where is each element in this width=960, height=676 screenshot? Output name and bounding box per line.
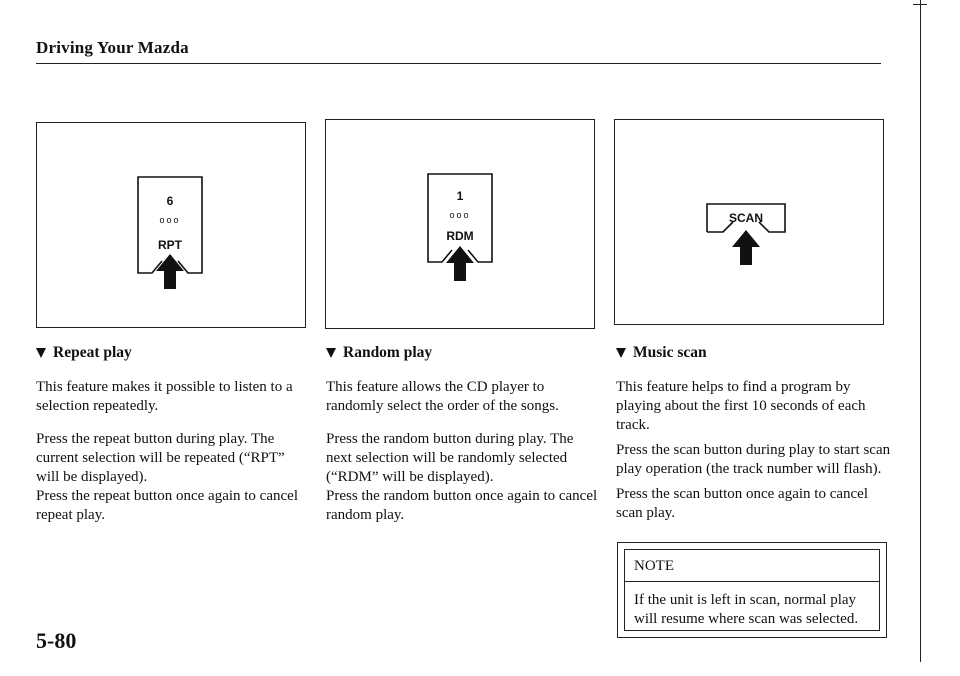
note-title: NOTE [634, 558, 674, 574]
repeat-play-paragraph: Press the repeat button once again to ca… [36, 488, 298, 523]
music-scan-paragraph: This feature helps to find a program by … [616, 379, 866, 433]
page-number: 5-80 [36, 628, 77, 653]
scan-button-label: SCAN [729, 211, 763, 225]
random-play-paragraph: This feature allows the CD player to ran… [326, 379, 559, 414]
repeat-play-paragraph: This feature makes it possible to listen… [36, 379, 293, 414]
music-scan-paragraph: Press the scan button once again to canc… [616, 486, 868, 521]
music-scan-heading: Music scan [616, 344, 891, 362]
note-text: If the unit is left in scan, normal play… [634, 592, 859, 627]
arrow-up-icon [446, 246, 474, 281]
triangle-bullet-icon [36, 348, 46, 358]
triangle-bullet-icon [616, 348, 626, 358]
random-play-paragraph: Press the random button once again to ca… [326, 488, 598, 523]
arrow-up-icon [156, 254, 184, 289]
figure-repeat-button: 6 ooo RPT [36, 122, 306, 328]
repeat-play-paragraph: Press the repeat button during play. The… [36, 431, 285, 485]
note-divider [625, 581, 879, 582]
repeat-play-heading: Repeat play [36, 344, 311, 362]
repeat-button-number: 6 [167, 194, 174, 208]
music-scan-paragraph: Press the scan button during play to sta… [616, 442, 891, 477]
page-edge-rule [920, 0, 921, 662]
random-button-illustration: 1 ooo RDM [427, 173, 493, 281]
section-music-scan: Music scan This feature helps to find a … [616, 344, 891, 537]
figure-random-button: 1 ooo RDM [325, 119, 595, 329]
repeat-button-illustration: 6 ooo RPT [137, 176, 203, 289]
repeat-play-heading-text: Repeat play [53, 344, 132, 361]
random-button-dots: ooo [449, 210, 470, 220]
random-play-heading: Random play [326, 344, 601, 362]
random-play-paragraph: Press the random button during play. The… [326, 431, 574, 485]
section-random-play: Random play This feature allows the CD p… [326, 344, 601, 539]
header-rule [36, 63, 881, 64]
note-box-inner: NOTE If the unit is left in scan, normal… [624, 549, 880, 631]
repeat-button-dots: ooo [159, 215, 180, 225]
section-title: Driving Your Mazda [36, 38, 189, 57]
scan-button-illustration: SCAN [706, 203, 786, 265]
repeat-button-label: RPT [158, 238, 183, 252]
music-scan-heading-text: Music scan [633, 344, 707, 361]
section-repeat-play: Repeat play This feature makes it possib… [36, 344, 311, 539]
figure-scan-button: SCAN [614, 119, 884, 325]
random-button-label: RDM [446, 229, 473, 243]
arrow-up-icon [732, 230, 760, 265]
triangle-bullet-icon [326, 348, 336, 358]
page-edge-tick [913, 4, 927, 5]
random-button-number: 1 [457, 189, 464, 203]
random-play-heading-text: Random play [343, 344, 433, 361]
note-box: NOTE If the unit is left in scan, normal… [617, 542, 887, 638]
